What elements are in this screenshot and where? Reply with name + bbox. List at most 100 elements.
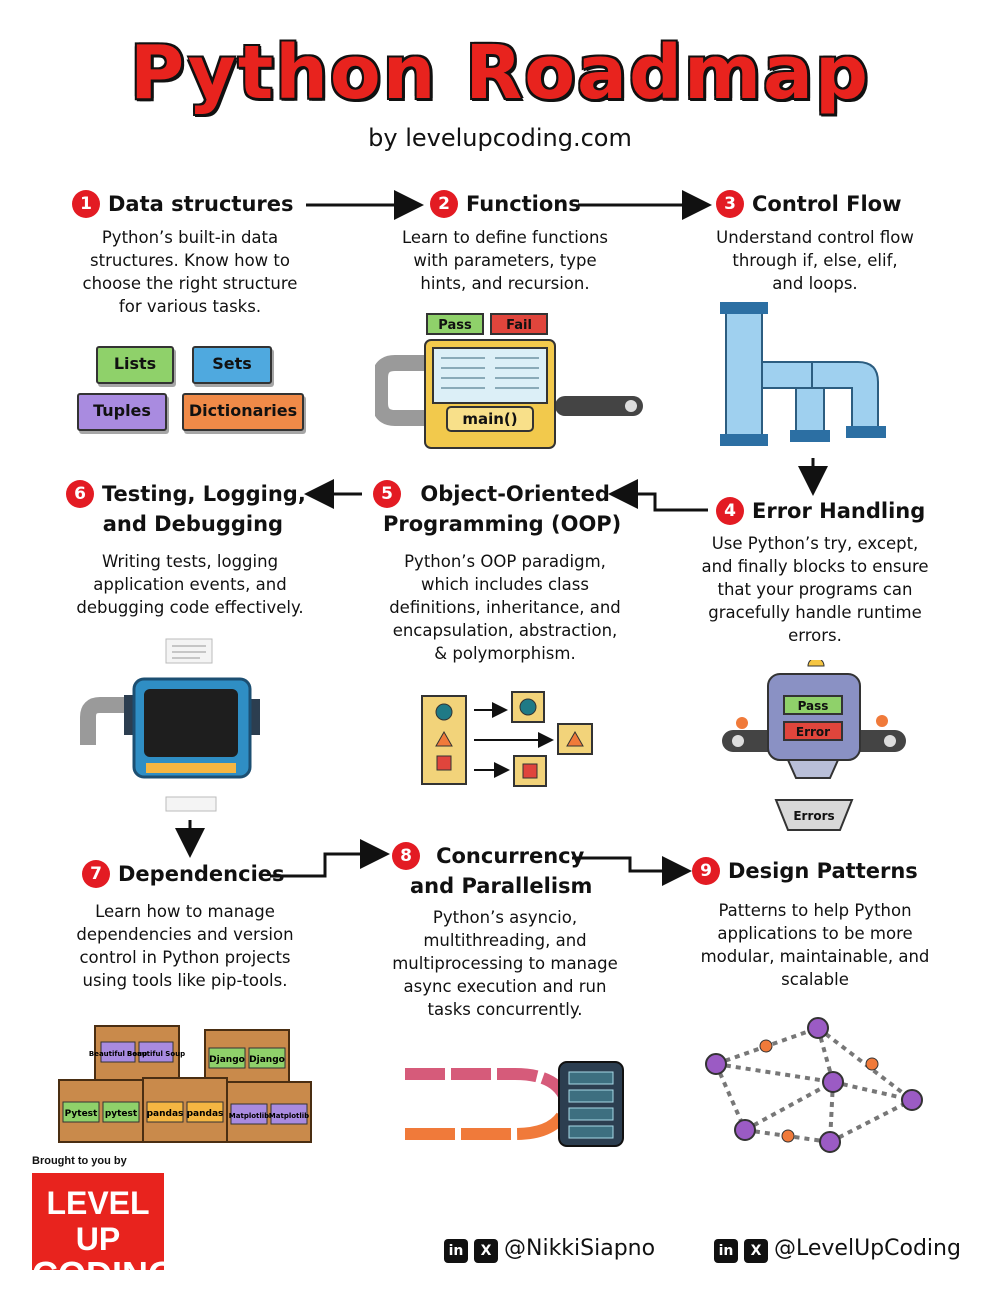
step-6-description: Writing tests, logging application event… xyxy=(40,550,340,619)
step-8-title: Concurrency and Parallelism xyxy=(410,841,592,901)
step-2-heading: 2 Functions xyxy=(430,189,581,219)
functions-pass-label: Pass xyxy=(438,318,472,333)
box-label: Django xyxy=(209,1055,245,1065)
step-6-heading: 6 Testing, Logging, and Debugging xyxy=(66,479,306,539)
step-5-description: Python’s OOP paradigm, which includes cl… xyxy=(355,550,655,665)
step-1-description: Python’s built-in data structures. Know … xyxy=(40,226,340,318)
desc-line: Understand control flow xyxy=(716,228,914,247)
desc-line: Use Python’s try, except, xyxy=(711,534,919,553)
desc-line: hints, and recursion. xyxy=(420,274,590,293)
step-7-badge: 7 xyxy=(82,860,110,888)
step-4-badge: 4 xyxy=(716,497,744,525)
desc-line: definitions, inheritance, and xyxy=(389,598,621,617)
desc-line: through if, else, elif, xyxy=(732,251,898,270)
oop-illustration xyxy=(421,691,593,787)
step-8-title-line: Concurrency xyxy=(436,844,585,868)
step-2-description: Learn to define functions with parameter… xyxy=(355,226,655,295)
step-9-description: Patterns to help Python applications to … xyxy=(665,899,965,991)
control-flow-pipes-illustration xyxy=(720,302,886,446)
step-2-title: Functions xyxy=(466,192,581,216)
error-handling-machine-illustration: Pass Error Errors xyxy=(722,660,906,831)
desc-line: & polymorphism. xyxy=(434,644,576,663)
concurrency-illustration xyxy=(405,1061,624,1147)
functions-machine-label: main() xyxy=(462,410,517,428)
desc-line: debugging code effectively. xyxy=(76,598,304,617)
step-4-heading: 4 Error Handling xyxy=(716,496,925,526)
chip-dictionaries: Dictionaries xyxy=(182,393,304,431)
functions-fail-label: Fail xyxy=(506,318,532,333)
step-2-badge: 2 xyxy=(430,190,458,218)
desc-line: which includes class xyxy=(421,575,589,594)
step-5-badge: 5 xyxy=(373,480,401,508)
design-patterns-graph-illustration xyxy=(705,1017,923,1153)
box-label: Matplotlib xyxy=(229,1112,269,1120)
desc-line: Patterns to help Python xyxy=(718,901,912,920)
desc-line: and finally blocks to ensure xyxy=(701,557,929,576)
desc-line: async execution and run xyxy=(403,977,607,996)
level-up-coding-logo[interactable]: LEVEL UP CODING xyxy=(32,1173,176,1293)
desc-line: applications to be more xyxy=(717,924,913,943)
error-machine-error-label: Error xyxy=(796,725,830,739)
step-7-description: Learn how to manage dependencies and ver… xyxy=(30,900,340,992)
desc-line: gracefully handle runtime xyxy=(708,603,922,622)
step-4-title: Error Handling xyxy=(752,499,926,523)
handle-nikki[interactable]: @NikkiSiapno xyxy=(504,1236,656,1261)
linkedin-icon[interactable]: in xyxy=(444,1239,468,1263)
x-icon[interactable]: X xyxy=(744,1239,768,1263)
step-3-description: Understand control flow through if, else… xyxy=(655,226,975,295)
desc-line: multithreading, and xyxy=(423,931,587,950)
desc-line: tasks concurrently. xyxy=(427,1000,583,1019)
desc-line: scalable xyxy=(781,970,849,989)
brought-to-you-text: Brought to you by xyxy=(32,1155,127,1167)
step-8-description: Python’s asyncio, multithreading, and mu… xyxy=(350,906,660,1021)
x-icon[interactable]: X xyxy=(474,1239,498,1263)
logo-line-2: CODING xyxy=(32,1254,176,1295)
box-label: Django xyxy=(249,1055,285,1065)
step-9-title: Design Patterns xyxy=(728,859,918,883)
step-8-heading: 8 Concurrency and Parallelism xyxy=(392,841,592,901)
handle-levelupcoding[interactable]: @LevelUpCoding xyxy=(774,1236,961,1261)
testing-monitor-illustration xyxy=(80,638,260,812)
arrow-8-to-9 xyxy=(572,856,692,886)
desc-line: that your programs can xyxy=(717,580,913,599)
step-9-badge: 9 xyxy=(692,857,720,885)
chip-sets: Sets xyxy=(192,346,272,384)
arrow-7-to-8 xyxy=(270,839,390,878)
desc-line: for various tasks. xyxy=(118,297,262,316)
functions-machine-illustration: main() Pass Fail xyxy=(375,313,643,449)
error-bin-label: Errors xyxy=(793,809,834,823)
step-7-title: Dependencies xyxy=(118,862,285,886)
logo-line-1: LEVEL UP xyxy=(46,1185,150,1257)
page-subtitle: by levelupcoding.com xyxy=(368,124,632,152)
chip-tuples: Tuples xyxy=(77,393,167,431)
desc-line: using tools like pip-tools. xyxy=(82,971,288,990)
step-1-title: Data structures xyxy=(108,192,294,216)
desc-line: encapsulation, abstraction, xyxy=(392,621,618,640)
linkedin-icon[interactable]: in xyxy=(714,1239,738,1263)
box-label: Matplotlib xyxy=(269,1112,309,1120)
dependency-boxes-illustration: Beautiful Soup Beautiful Soup Django Dja… xyxy=(58,1025,312,1143)
step-4-description: Use Python’s try, except, and finally bl… xyxy=(660,532,970,647)
desc-line: Writing tests, logging xyxy=(101,552,279,571)
step-5-title-line: Programming (OOP) xyxy=(383,512,622,536)
desc-line: Python’s OOP paradigm, xyxy=(404,552,606,571)
page-title: Python Roadmap xyxy=(130,30,870,116)
box-label: pandas xyxy=(147,1109,184,1119)
step-1-heading: 1 Data structures xyxy=(72,189,294,219)
step-6-title-line: Testing, Logging, xyxy=(102,482,306,506)
step-3-title: Control Flow xyxy=(752,192,902,216)
desc-line: Learn to define functions xyxy=(401,228,609,247)
desc-line: Python’s built-in data xyxy=(101,228,279,247)
error-machine-pass-label: Pass xyxy=(798,699,829,713)
step-6-title: Testing, Logging, and Debugging xyxy=(102,479,306,539)
step-7-heading: 7 Dependencies xyxy=(82,859,285,889)
desc-line: Learn how to manage xyxy=(95,902,275,921)
desc-line: errors. xyxy=(788,626,842,645)
step-9-heading: 9 Design Patterns xyxy=(692,856,918,886)
desc-line: modular, maintainable, and xyxy=(700,947,930,966)
desc-line: dependencies and version xyxy=(76,925,294,944)
desc-line: control in Python projects xyxy=(79,948,291,967)
